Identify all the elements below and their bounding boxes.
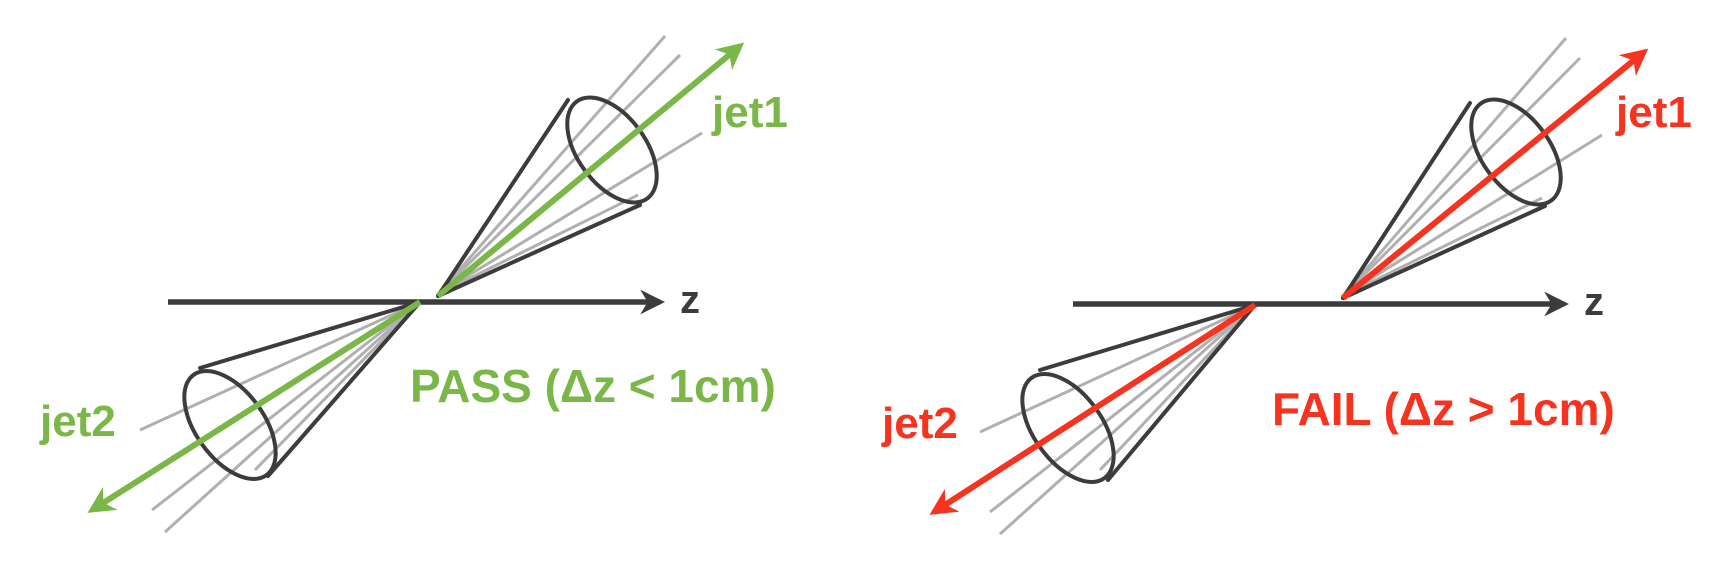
jet1-tracks — [1341, 37, 1603, 298]
jet2-tracks — [979, 303, 1257, 536]
z-axis-label: z — [680, 278, 700, 322]
jet1-label: jet1 — [711, 88, 788, 137]
panel-fail: z jet1 jet2 FAIL (Δz > 1cm) — [881, 37, 1692, 536]
status-label-pass: PASS (Δz < 1cm) — [410, 360, 776, 412]
jet1-tracks — [436, 35, 703, 296]
jet2-axis-arrow — [929, 302, 1257, 515]
jet1-axis-arrow — [1341, 48, 1649, 301]
jet1-axis-arrow — [436, 42, 745, 299]
panel-pass: z jet1 jet2 PASS (Δz < 1cm) — [39, 35, 788, 534]
jet1-label: jet1 — [1615, 88, 1692, 137]
jet2-axis-arrow — [87, 299, 422, 513]
jet2-tracks — [139, 300, 422, 534]
status-label-fail: FAIL (Δz > 1cm) — [1272, 383, 1615, 435]
jet2-label: jet2 — [39, 397, 116, 446]
jet2-label: jet2 — [881, 399, 958, 448]
z-axis-label: z — [1584, 280, 1604, 324]
